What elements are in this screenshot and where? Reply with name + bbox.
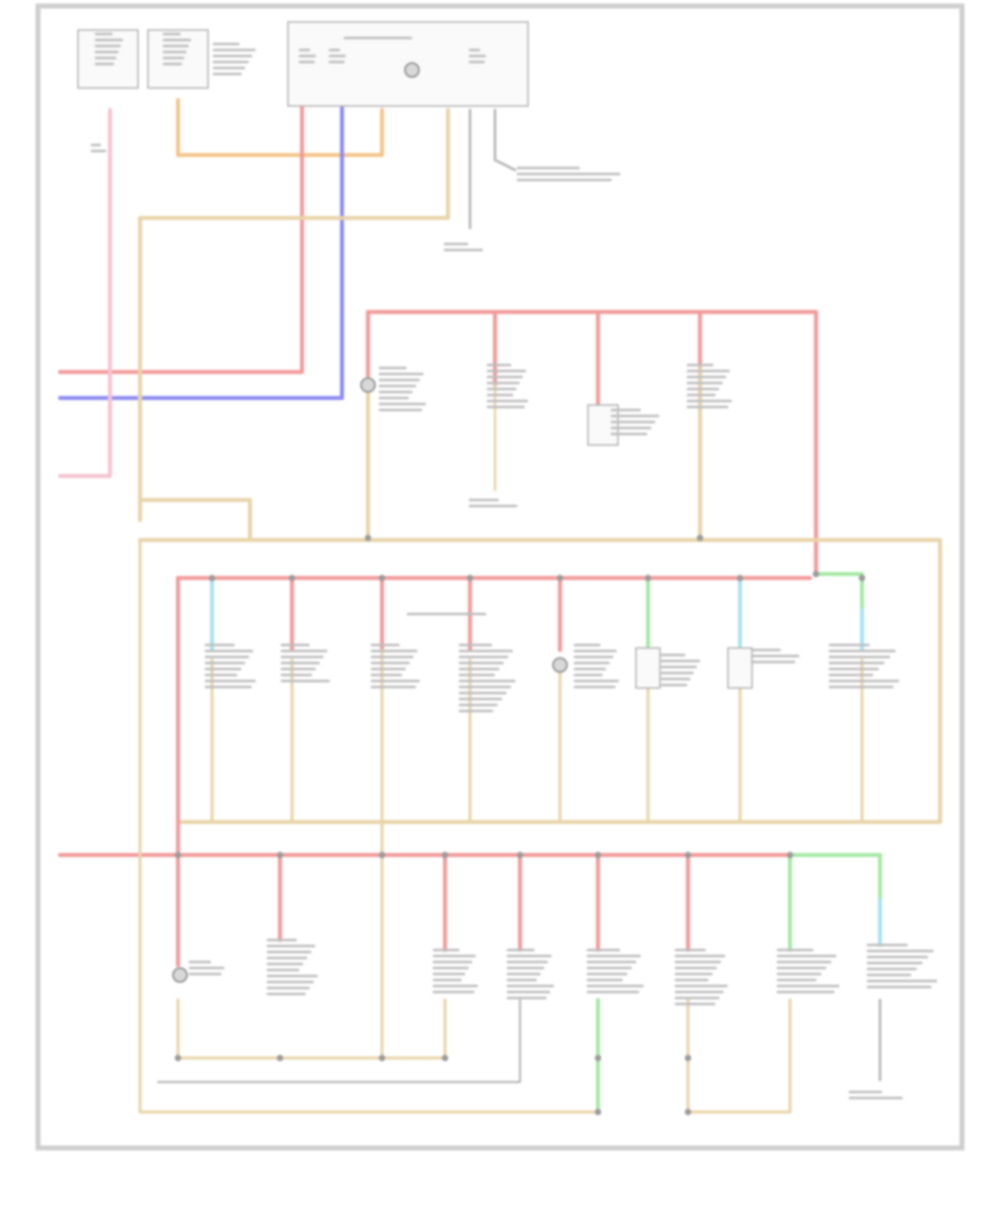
wire-tan xyxy=(176,998,447,1060)
component-box xyxy=(635,647,661,689)
wire-tan xyxy=(138,498,252,542)
junction-dot xyxy=(786,851,794,859)
junction-dot xyxy=(378,1054,386,1062)
junction-dot xyxy=(684,851,692,859)
junction-dot xyxy=(556,574,564,582)
diagram-frame xyxy=(35,3,965,1151)
junction-dot xyxy=(208,574,216,582)
components xyxy=(77,21,753,983)
wire-gray xyxy=(493,108,517,172)
junction-dot xyxy=(276,851,284,859)
junction-dot xyxy=(644,574,652,582)
component-box xyxy=(727,647,753,689)
wire-red xyxy=(366,310,818,576)
junction-dot xyxy=(378,851,386,859)
wire-pink xyxy=(58,108,112,478)
junction-dot xyxy=(378,574,386,582)
bulb-icon xyxy=(404,62,420,78)
junction-dot xyxy=(594,851,602,859)
labels xyxy=(90,32,938,1100)
junction-dot xyxy=(736,574,744,582)
junction-dot xyxy=(441,851,449,859)
junction-dot xyxy=(174,851,182,859)
wire-blue xyxy=(58,103,344,400)
junction-dot xyxy=(594,1054,602,1062)
junction-dot xyxy=(696,534,704,542)
junction-dot xyxy=(594,1108,602,1116)
junctions xyxy=(174,534,866,1116)
junction-dot xyxy=(516,851,524,859)
wires xyxy=(58,98,942,1114)
component-box xyxy=(587,404,619,446)
junction-dot xyxy=(276,1054,284,1062)
junction-dot xyxy=(364,534,372,542)
junction-dot xyxy=(858,574,866,582)
wire-tan xyxy=(138,538,600,1114)
junction-dot xyxy=(288,574,296,582)
junction-dot xyxy=(812,570,820,578)
bulb-icon xyxy=(172,967,188,983)
wire-green xyxy=(788,853,882,902)
junction-dot xyxy=(441,1054,449,1062)
wire-tan xyxy=(686,998,792,1114)
bulb-icon xyxy=(360,377,376,393)
junction-dot xyxy=(466,574,474,582)
wire-gray xyxy=(157,999,521,1083)
wire-tan xyxy=(138,538,942,824)
junction-dot xyxy=(684,1054,692,1062)
wire-orange xyxy=(176,98,384,157)
junction-dot xyxy=(174,1054,182,1062)
wire-green xyxy=(814,572,864,652)
wire-tan xyxy=(138,108,450,522)
junction-dot xyxy=(684,1108,692,1116)
bulb-icon xyxy=(552,657,568,673)
